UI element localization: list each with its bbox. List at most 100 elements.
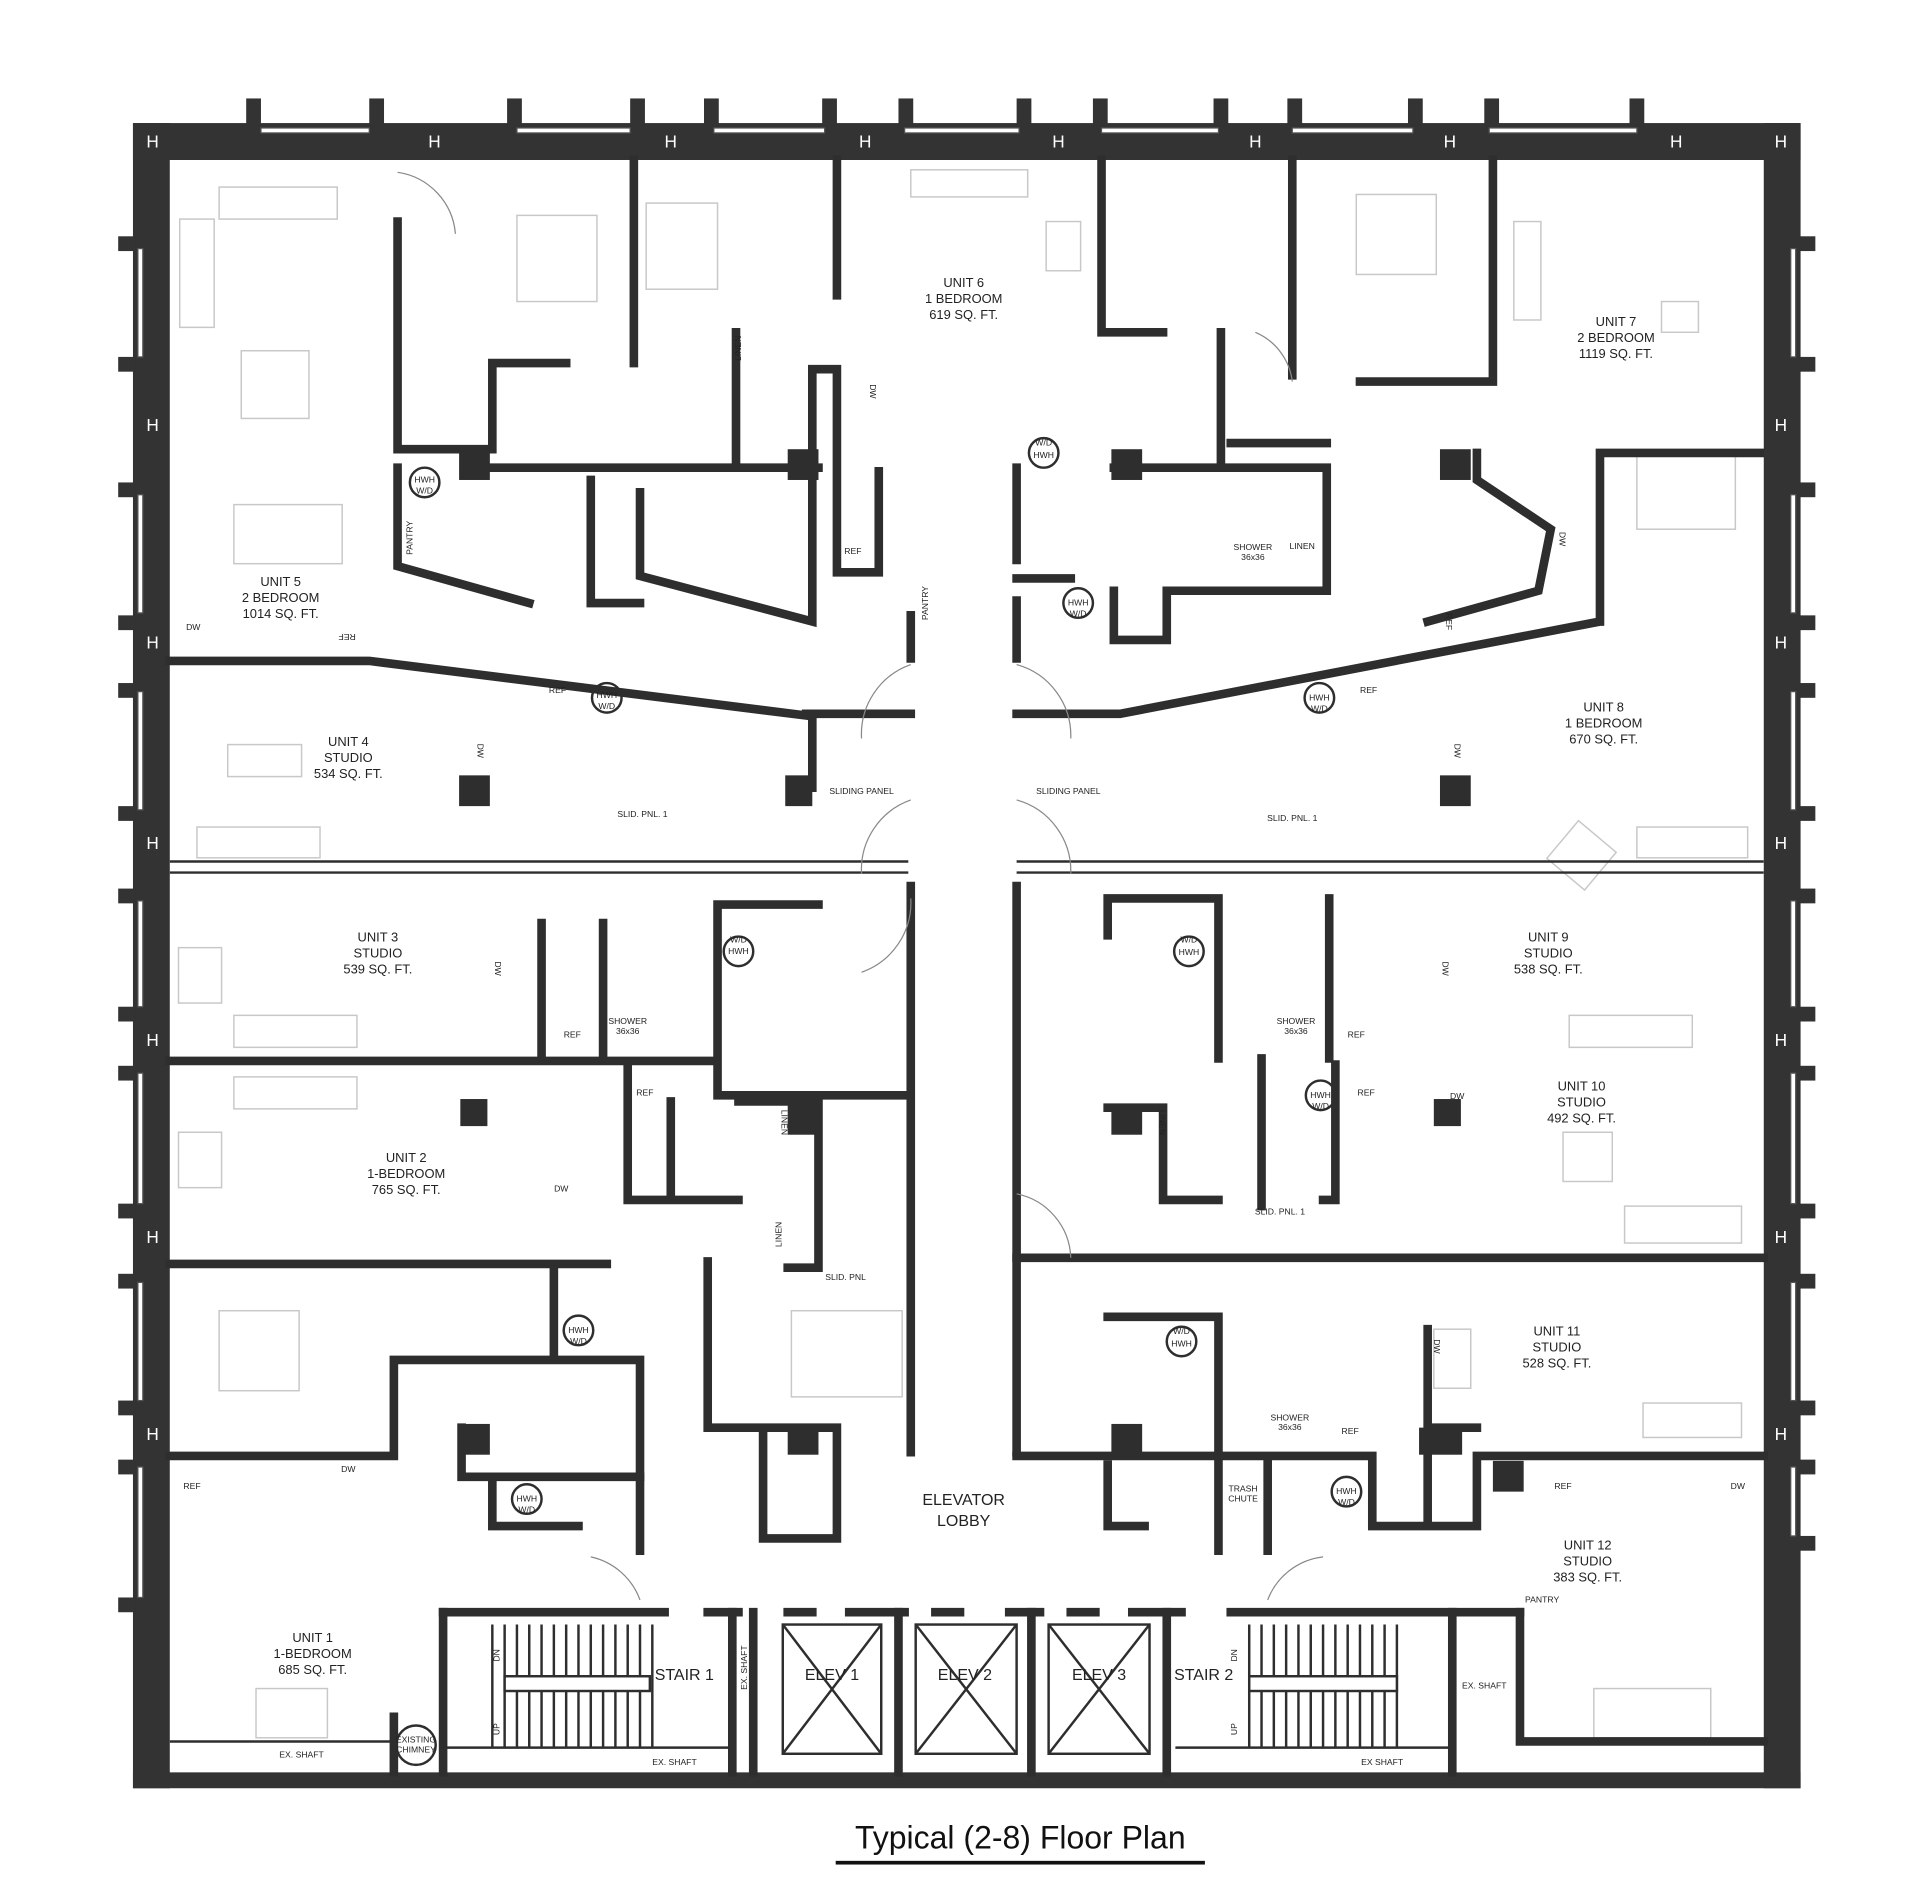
fixtures-hwh-label: HWH bbox=[1033, 450, 1054, 460]
fixtures-wd-label: W/D bbox=[1070, 609, 1087, 619]
fixtures-sliding_panel-label: SLIDING PANEL bbox=[829, 786, 894, 796]
units-0-name-label: UNIT 1 bbox=[292, 1630, 333, 1645]
units-0-type-label: 1-BEDROOM bbox=[274, 1646, 352, 1661]
fixtures-dw-label: DW bbox=[554, 1183, 569, 1193]
stair-2-dn: DN bbox=[1229, 1649, 1239, 1661]
fixtures-wd-label: W/D bbox=[598, 701, 615, 711]
fixtures-linen-label: LINEN bbox=[1289, 541, 1314, 551]
fixtures-dw-label: DW bbox=[186, 622, 201, 632]
interior-walls bbox=[165, 155, 1768, 1746]
fixtures-hwh-label: HWH bbox=[1309, 692, 1330, 702]
fixtures-wd-label: W/D bbox=[416, 486, 433, 496]
chimney-circle bbox=[395, 1724, 437, 1767]
units-6-area-label: 1119 SQ. FT. bbox=[1579, 346, 1653, 361]
units-6-type-label: 2 BEDROOM bbox=[1577, 330, 1654, 345]
units-1-area-label: 765 SQ. FT. bbox=[372, 1182, 441, 1197]
fixtures-sliding_panel-label: SLIDING PANEL bbox=[1036, 786, 1101, 796]
fixtures-shower_size-label: 36x36 bbox=[1284, 1026, 1308, 1036]
fixtures-ref-label: REF bbox=[338, 632, 355, 642]
svg-text:H: H bbox=[665, 132, 677, 152]
fixtures-linen-label: LINEN bbox=[733, 336, 743, 361]
fixtures-ref-label: REF bbox=[1348, 1029, 1365, 1039]
fixtures-ref-label: REF bbox=[1342, 1426, 1359, 1436]
units-6-name-label: UNIT 7 bbox=[1596, 314, 1637, 329]
fixtures-dw-label: DW bbox=[1432, 1339, 1442, 1354]
units-5-area-label: 619 SQ. FT. bbox=[929, 307, 998, 322]
units-3-area-label: 534 SQ. FT. bbox=[314, 766, 383, 781]
fixtures-dw-label: DW bbox=[868, 384, 878, 399]
ex-shaft-label-right: EX. SHAFT bbox=[1462, 1681, 1507, 1691]
plan-title: Typical (2-8) Floor Plan bbox=[835, 1820, 1205, 1865]
svg-text:H: H bbox=[428, 132, 440, 152]
units-7-area-label: 670 SQ. FT. bbox=[1569, 731, 1638, 746]
units-8-area-label: 538 SQ. FT. bbox=[1514, 961, 1583, 976]
fixtures-dw-label: DW bbox=[1557, 532, 1567, 547]
interior-columns bbox=[459, 449, 1524, 1492]
exterior-walls bbox=[132, 123, 1801, 1789]
fixtures-slid_pnl_1-label: SLID. PNL. 1 bbox=[1255, 1207, 1305, 1217]
fixtures-hwh-label: HWH bbox=[1179, 947, 1200, 957]
fixtures-hwh-label: HWH bbox=[414, 474, 435, 484]
fixtures-ref-label: REF bbox=[1358, 1087, 1375, 1097]
ex-shaft-label-stair1: EX. SHAFT bbox=[652, 1757, 697, 1767]
svg-text:H: H bbox=[1249, 132, 1261, 152]
chimney-label: EXISTING bbox=[396, 1735, 436, 1745]
title-underline bbox=[835, 1860, 1205, 1865]
units-8-name-label: UNIT 9 bbox=[1528, 930, 1569, 945]
units-9-area-label: 492 SQ. FT. bbox=[1547, 1110, 1616, 1125]
fixtures-wd-label: W/D bbox=[1173, 1326, 1190, 1336]
svg-text:H: H bbox=[1670, 132, 1682, 152]
units-3-name-label: UNIT 4 bbox=[328, 734, 369, 749]
fixtures-hwh-label: HWH bbox=[597, 690, 618, 700]
units-1-type-label: 1-BEDROOM bbox=[367, 1166, 445, 1181]
fixtures-ref-label: REF bbox=[183, 1481, 200, 1491]
fixtures-hwh-label: HWH bbox=[1068, 598, 1089, 608]
fixtures-hwh-label: HWH bbox=[568, 1325, 589, 1335]
svg-text:H: H bbox=[1775, 633, 1787, 653]
fixtures-shower-label: SHOWER bbox=[1234, 542, 1273, 552]
fixtures-ref-label: REF bbox=[1444, 613, 1454, 630]
fixtures-shower_size-label: 36x36 bbox=[616, 1026, 640, 1036]
fixtures-ref-label: REF bbox=[844, 546, 861, 556]
units-9-type-label: STUDIO bbox=[1557, 1094, 1606, 1109]
svg-text:H: H bbox=[146, 415, 158, 435]
stair-1-dn: DN bbox=[492, 1649, 502, 1661]
stair-2-label: STAIR 2 bbox=[1174, 1667, 1233, 1684]
ex-shaft-label-stair2: EX SHAFT bbox=[1361, 1757, 1404, 1767]
units-10-area-label: 528 SQ. FT. bbox=[1522, 1355, 1591, 1370]
svg-text:H: H bbox=[1444, 132, 1456, 152]
units-4-area-label: 1014 SQ. FT. bbox=[243, 606, 319, 621]
chimney-label-2: CHIMNEY bbox=[396, 1745, 436, 1755]
fixtures-shower-label: SHOWER bbox=[608, 1016, 647, 1026]
fixtures-shower-label: SHOWER bbox=[1277, 1016, 1316, 1026]
elevator-lobby-label-2: LOBBY bbox=[937, 1513, 991, 1530]
fixtures-pantry-label: PANTRY bbox=[920, 586, 930, 620]
svg-text:H: H bbox=[1775, 1227, 1787, 1247]
svg-text:H: H bbox=[1775, 1424, 1787, 1444]
svg-text:H: H bbox=[146, 1424, 158, 1444]
units-7-name-label: UNIT 8 bbox=[1583, 699, 1624, 714]
units-0-area-label: 685 SQ. FT. bbox=[278, 1662, 347, 1677]
units-11-type-label: STUDIO bbox=[1563, 1553, 1612, 1568]
svg-text:H: H bbox=[1775, 132, 1787, 152]
svg-text:H: H bbox=[146, 1227, 158, 1247]
fixtures-wd-label: W/D bbox=[1312, 1101, 1329, 1111]
fixtures-slid_pnl-label: SLID. PNL bbox=[825, 1272, 866, 1282]
units-4-name-label: UNIT 5 bbox=[260, 574, 301, 589]
svg-text:H: H bbox=[146, 1030, 158, 1050]
fixtures-linen-label: LINEN bbox=[780, 1110, 790, 1135]
elevator-3-label: ELEV 3 bbox=[1072, 1667, 1126, 1684]
units-10-type-label: STUDIO bbox=[1533, 1339, 1582, 1354]
units-11-area-label: 383 SQ. FT. bbox=[1553, 1569, 1622, 1584]
svg-text:H: H bbox=[1775, 833, 1787, 853]
title-label: Typical (2-8) Floor Plan bbox=[855, 1820, 1186, 1856]
units-9-name-label: UNIT 10 bbox=[1558, 1078, 1606, 1093]
